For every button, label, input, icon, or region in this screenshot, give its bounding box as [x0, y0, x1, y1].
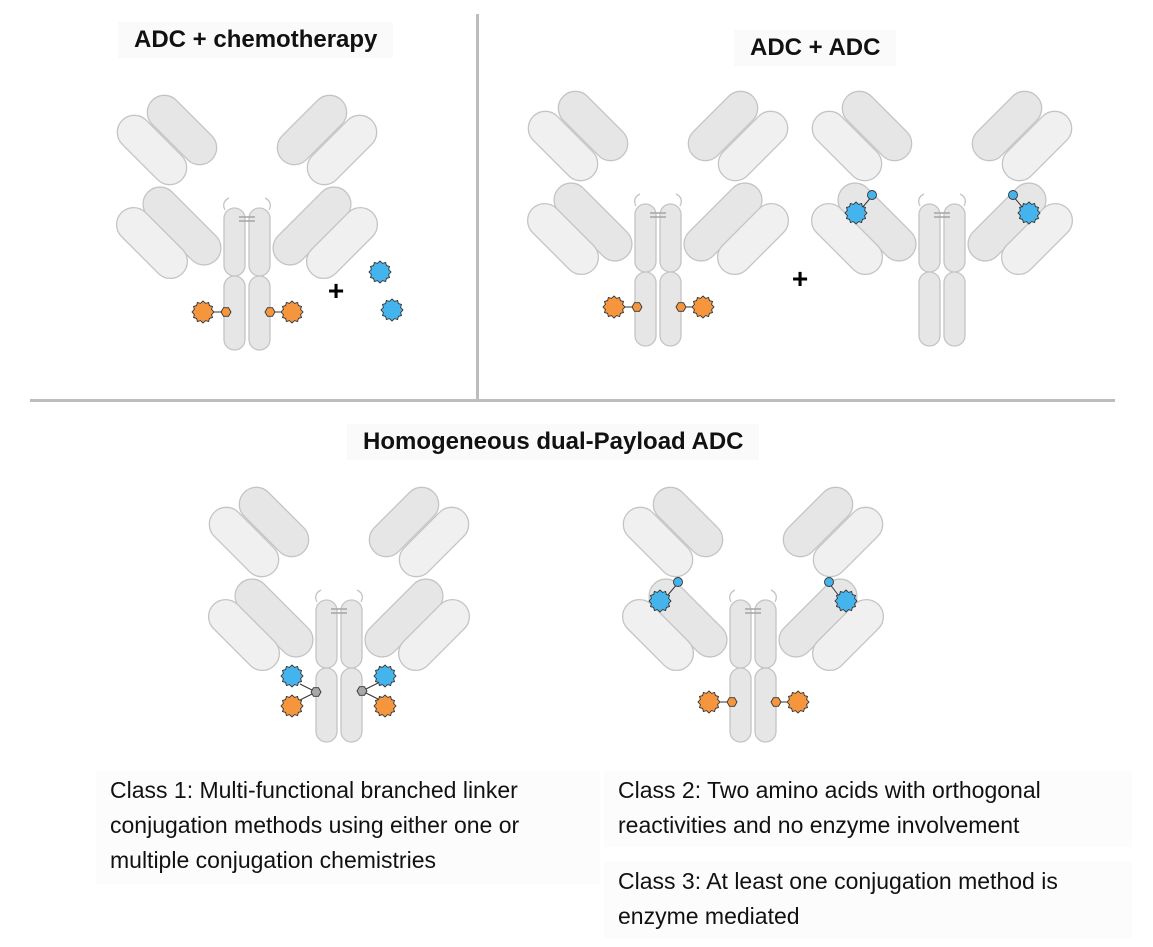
- caption-class3: Class 3: At least one conjugation method…: [604, 862, 1132, 938]
- panel-title-adc-chemotherapy: ADC + chemotherapy: [118, 22, 394, 58]
- horizontal-divider: [30, 399, 1115, 402]
- branched-linker-right: [356, 664, 397, 718]
- orange-payload-left-2: [602, 295, 643, 319]
- caption-class3-text: Class 3: At least one conjugation method…: [618, 868, 1058, 929]
- free-chemotherapy-drug: [368, 260, 404, 322]
- orange-payload-right-2: [675, 295, 715, 319]
- panel-title-dual-payload: Homogeneous dual-Payload ADC: [347, 424, 760, 460]
- plus-sign-left: +: [328, 275, 344, 306]
- antibody-class1: [200, 479, 478, 743]
- blue-payload-left-class2: [648, 577, 683, 613]
- panel-title-adc-adc: ADC + ADC: [734, 30, 897, 66]
- plus-sign-right: +: [792, 263, 808, 294]
- orange-payload-left-class2: [697, 690, 738, 714]
- caption-class2-text: Class 2: Two amino acids with orthogonal…: [618, 777, 1041, 838]
- antibody-class2-3: [614, 479, 892, 743]
- blue-payload-left: [844, 190, 877, 225]
- caption-class1-text: Class 1: Multi-functional branched linke…: [110, 777, 520, 873]
- caption-class2: Class 2: Two amino acids with orthogonal…: [604, 771, 1132, 847]
- antibody-adc-orange: [519, 83, 797, 347]
- orange-payload-left: [191, 300, 232, 324]
- orange-payload-right-class2: [770, 690, 810, 714]
- antibody-adc-chemo: [108, 87, 386, 351]
- vertical-divider: [476, 14, 479, 400]
- branched-linker-left: [280, 664, 322, 718]
- blue-payload-right: [1008, 190, 1041, 225]
- orange-payload-right: [264, 300, 304, 324]
- blue-payload-right-class2: [824, 577, 858, 613]
- caption-class1: Class 1: Multi-functional branched linke…: [96, 771, 600, 884]
